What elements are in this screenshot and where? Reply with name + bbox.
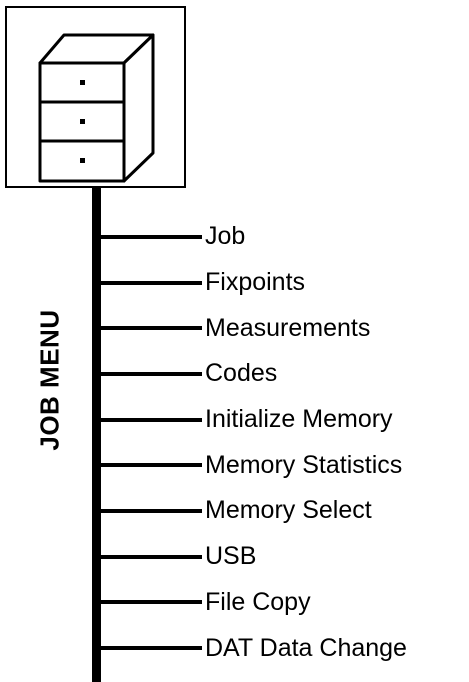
branch-line — [101, 508, 202, 513]
branch-line — [101, 371, 202, 376]
menu-item-file-copy[interactable]: File Copy — [101, 580, 407, 626]
menu-item-memory-select[interactable]: Memory Select — [101, 488, 407, 534]
icon-box — [5, 6, 186, 188]
branch-line — [101, 463, 202, 468]
filing-cabinet-icon — [38, 33, 155, 183]
menu-item-label: USB — [205, 542, 257, 571]
menu-item-usb[interactable]: USB — [101, 534, 407, 580]
menu-title-text: JOB MENU — [34, 309, 65, 451]
branch-line — [101, 554, 202, 559]
menu-item-label: Fixpoints — [205, 268, 306, 297]
menu-item-label: Job — [205, 222, 246, 251]
menu-item-memory-statistics[interactable]: Memory Statistics — [101, 442, 407, 488]
menu-trunk-line — [92, 188, 101, 682]
menu-item-job[interactable]: Job — [101, 214, 407, 260]
menu-item-codes[interactable]: Codes — [101, 351, 407, 397]
menu-item-label: Codes — [205, 359, 278, 388]
menu-item-initialize-memory[interactable]: Initialize Memory — [101, 397, 407, 443]
branch-line — [101, 417, 202, 422]
menu-item-label: Memory Statistics — [205, 450, 403, 479]
menu-item-label: Memory Select — [205, 496, 372, 525]
menu-item-label: Initialize Memory — [205, 405, 393, 434]
branch-line — [101, 326, 202, 331]
menu-item-dat-data-change[interactable]: DAT Data Change — [101, 625, 407, 671]
branch-line — [101, 646, 202, 651]
menu-list: Job Fixpoints Measurements Codes Initial… — [101, 214, 407, 671]
menu-item-label: DAT Data Change — [205, 633, 407, 662]
branch-line — [101, 600, 202, 605]
menu-item-label: File Copy — [205, 587, 311, 616]
menu-item-label: Measurements — [205, 313, 371, 342]
menu-item-measurements[interactable]: Measurements — [101, 305, 407, 351]
branch-line — [101, 234, 202, 239]
menu-item-fixpoints[interactable]: Fixpoints — [101, 260, 407, 306]
branch-line — [101, 280, 202, 285]
